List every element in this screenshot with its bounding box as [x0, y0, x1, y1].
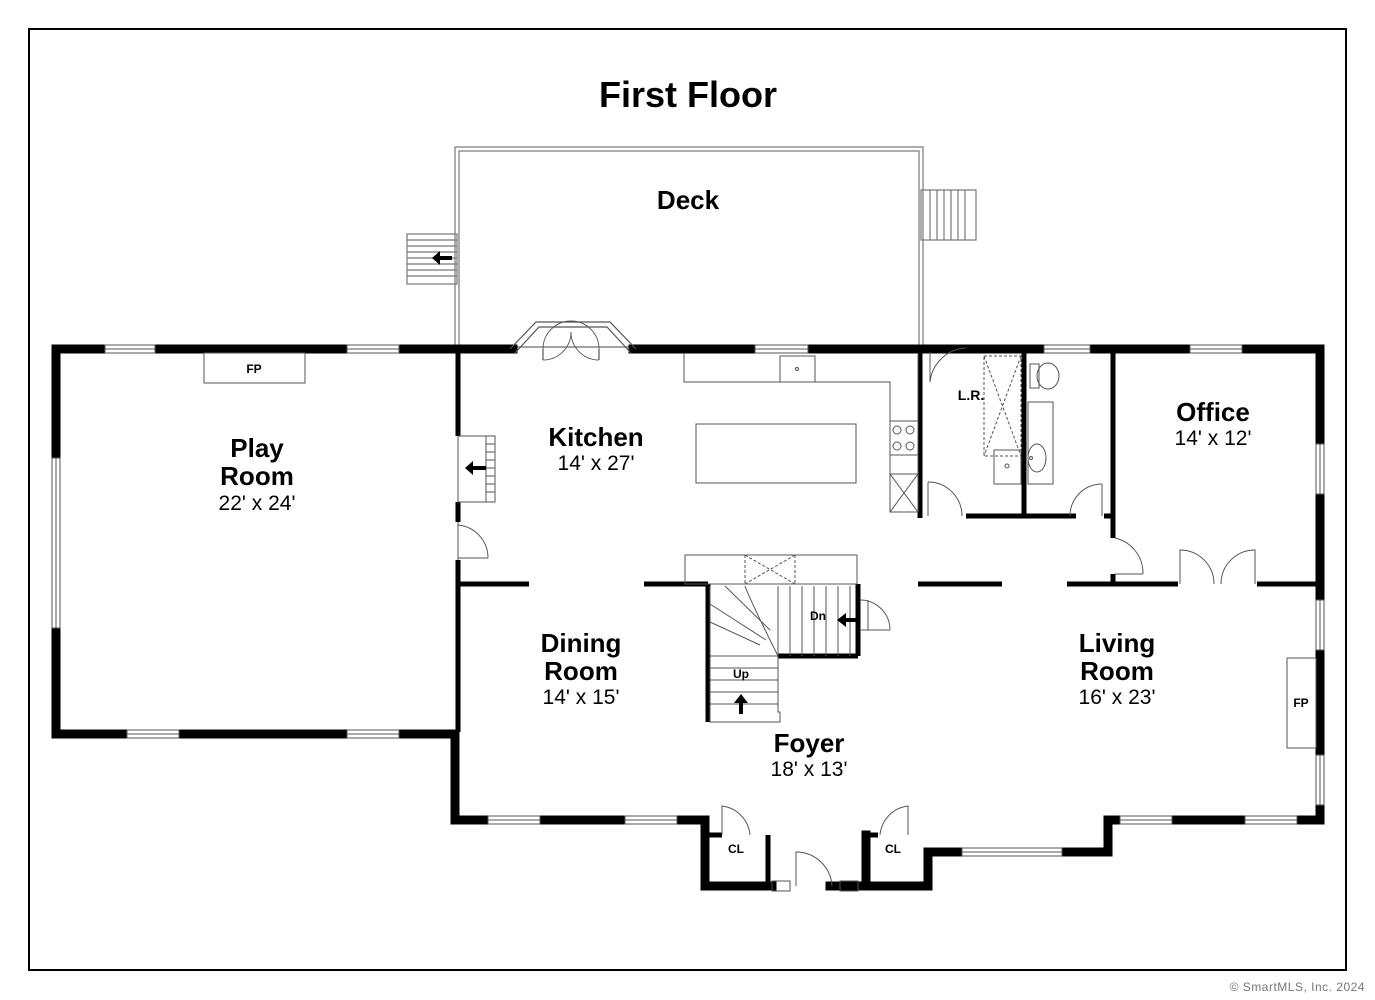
living-room-fireplace: FP [1286, 657, 1317, 749]
svg-text:Room: Room [544, 656, 618, 686]
svg-text:Kitchen: Kitchen [548, 422, 643, 452]
living-room-label: Living Room 16' x 23' [1079, 628, 1156, 709]
svg-text:18' x 13': 18' x 13' [771, 758, 848, 781]
deck [406, 146, 977, 348]
kitchen-island [695, 423, 857, 484]
side-stair-arrow-icon [465, 461, 486, 475]
svg-text:16' x 23': 16' x 23' [1079, 686, 1156, 709]
deck-stair-arrow-icon [432, 251, 452, 265]
foyer-label: Foyer 18' x 13' [771, 728, 848, 781]
doors [457, 347, 1256, 892]
svg-text:Room: Room [1080, 656, 1154, 686]
svg-text:FP: FP [246, 362, 261, 376]
exterior-walls [51, 344, 1325, 891]
stairs-down-label: Dn [810, 609, 826, 623]
svg-text:Living: Living [1079, 628, 1156, 658]
plan-title: First Floor [599, 74, 777, 115]
copyright-notice: © SmartMLS, Inc. 2024 [1229, 980, 1365, 994]
svg-text:Play: Play [230, 433, 284, 463]
bath-fixtures [983, 355, 1060, 485]
frame-border [28, 28, 1347, 971]
svg-text:Foyer: Foyer [774, 728, 845, 758]
stairs-down-arrow-icon [837, 613, 858, 627]
play-room-label: Play Room 22' x 24' [219, 433, 296, 515]
svg-text:14' x 12': 14' x 12' [1175, 427, 1252, 450]
stairs-up-label: Up [733, 667, 749, 681]
bay-window [509, 320, 637, 361]
deck-label: Deck [657, 185, 720, 215]
main-staircase [709, 585, 851, 723]
svg-text:FP: FP [1293, 696, 1308, 710]
svg-text:Room: Room [220, 461, 294, 491]
kitchen-fixtures [683, 353, 919, 585]
svg-text:14' x 27': 14' x 27' [558, 452, 635, 475]
stairs-up-arrow-icon [734, 694, 748, 714]
svg-text:Dining: Dining [541, 628, 622, 658]
dining-room-label: Dining Room 14' x 15' [541, 628, 622, 709]
closet-right-label: CL [885, 842, 901, 856]
office-label: Office 14' x 12' [1175, 397, 1252, 450]
kitchen-label: Kitchen 14' x 27' [548, 422, 643, 475]
svg-text:22' x 24': 22' x 24' [219, 492, 296, 515]
svg-text:14' x 15': 14' x 15' [543, 686, 620, 709]
play-room-fireplace: FP [203, 352, 306, 384]
closet-left-label: CL [728, 842, 744, 856]
laundry-label: L.R. [958, 387, 984, 403]
windows [51, 344, 1325, 857]
svg-text:Office: Office [1176, 397, 1250, 427]
